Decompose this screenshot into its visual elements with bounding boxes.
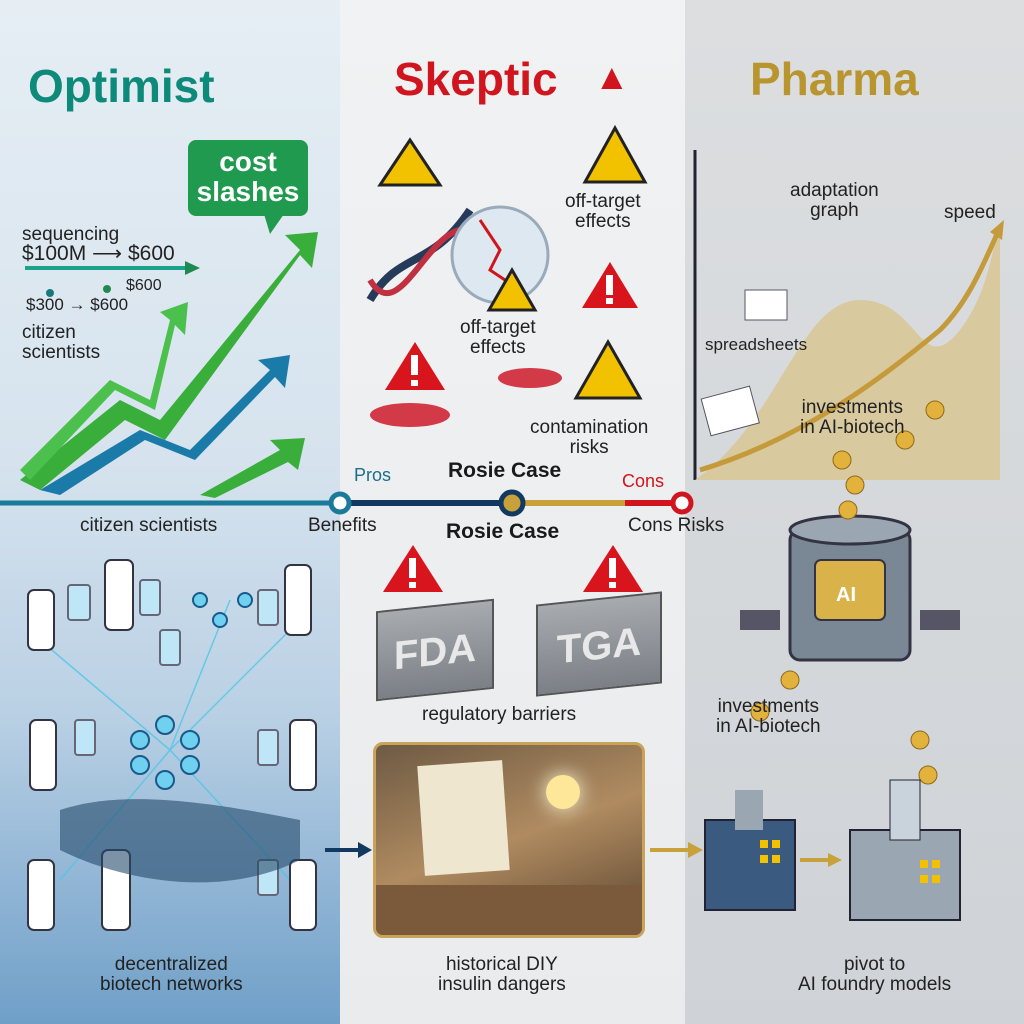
petri-dish-icon (370, 403, 450, 427)
warning-icons (377, 124, 648, 312)
spreadsheet-icon (744, 289, 788, 321)
world-map-icon (60, 799, 300, 883)
adaptation-graph (693, 150, 1004, 480)
price-change-label: $300 → $600 (26, 295, 129, 314)
regulatory-barriers-label: regulatory barriers (422, 704, 577, 725)
rosie-case-top: Rosie Case (448, 459, 562, 482)
decentralized-networks-label: decentralized biotech networks (100, 954, 243, 995)
optimist-title: Optimist (28, 60, 215, 112)
biohazard-icon (573, 338, 643, 400)
ai-foundry-label: pivot to AI foundry models (798, 954, 952, 995)
cost-slashes-bubble: cost slashes (188, 140, 308, 234)
sequencing-cost: $100M ⟶ $600 (22, 242, 175, 265)
vial-icons (67, 579, 279, 896)
factory-icons (704, 779, 961, 921)
spreadsheets-label: spreadsheets (705, 335, 808, 354)
fda-barrier: FDA (376, 598, 494, 702)
citizen-scientists-bottom: citizen scientists (80, 515, 218, 536)
ai-foundry-machine-icon (740, 514, 960, 662)
pros-label: Pros (354, 465, 392, 485)
sequencing-label: sequencing (22, 224, 120, 245)
pharma-title: Pharma (750, 53, 919, 105)
cons-label: Cons (622, 471, 665, 491)
citizen-scientists-label: citizen scientists (22, 322, 101, 363)
off-target-effects-label-2: off-target effects (460, 317, 536, 358)
molecule-icon (130, 592, 253, 790)
tga-barrier: TGA (536, 591, 662, 697)
rosie-case-bottom: Rosie Case (446, 520, 560, 543)
off-target-effects-label: off-target effects (565, 191, 641, 232)
historical-diy-lab-image (373, 742, 645, 938)
investments-label: investments in AI-biotech (800, 397, 905, 438)
adaptation-graph-label: adaptation graph (790, 180, 879, 221)
benefits-label: Benefits (308, 515, 377, 536)
skeptic-title: Skeptic (394, 53, 558, 105)
petri-dish-icon (498, 368, 562, 388)
dna-helix-icon (366, 207, 474, 303)
contamination-risks-label: contamination risks (530, 417, 649, 458)
growth-arrows-icon (20, 232, 318, 498)
ai-chip-label: AI (836, 584, 856, 606)
cons-risks-label: Cons Risks (628, 515, 725, 536)
speed-label: speed (944, 202, 996, 223)
coin-icons (750, 400, 945, 785)
pros-cons-timeline (0, 489, 694, 517)
spreadsheet-icon (700, 385, 760, 437)
diy-insulin-label: historical DIY insulin dangers (438, 954, 566, 995)
price-label: $600 (126, 277, 162, 294)
investments-label-2: investments in AI-biotech (716, 696, 821, 737)
skeptic-warning-icon: ▲ (594, 56, 630, 97)
